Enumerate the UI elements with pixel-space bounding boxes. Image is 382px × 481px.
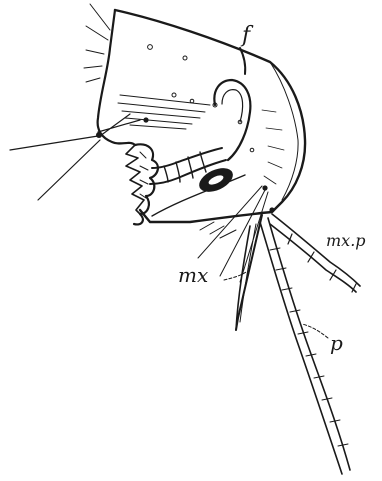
- label-p: p: [330, 331, 343, 355]
- maxilla: [236, 215, 262, 330]
- label-mx: mx: [178, 263, 208, 287]
- head-capsule: [98, 10, 305, 222]
- maxillary-palp: [270, 214, 360, 292]
- gena-lines: [152, 175, 245, 238]
- label-f: f: [240, 23, 254, 48]
- setae: [10, 4, 275, 282]
- label-mx-p: mx.p: [326, 231, 366, 250]
